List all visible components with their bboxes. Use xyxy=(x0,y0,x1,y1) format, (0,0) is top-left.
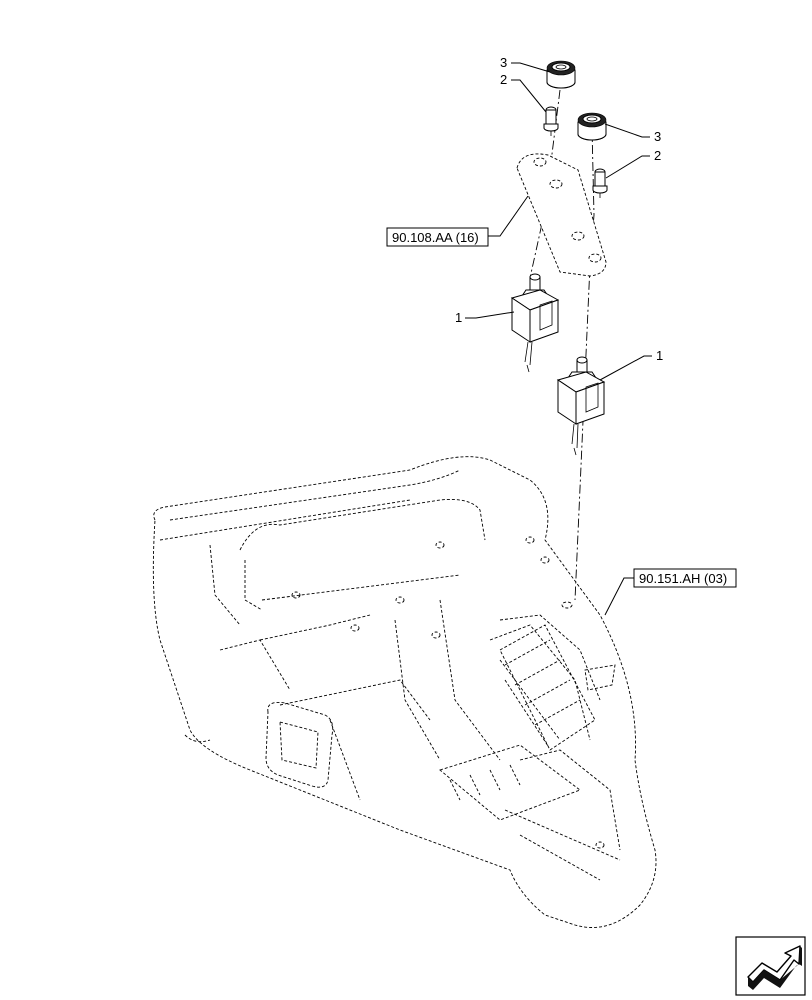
callout-item-3-left: 3 xyxy=(500,55,507,70)
switch-body-left xyxy=(510,273,560,373)
callout-item-2-right: 2 xyxy=(654,148,661,163)
console-housing xyxy=(152,456,657,928)
reference-console-label: 90.151.AH (03) xyxy=(639,571,727,586)
reference-console[interactable]: 90.151.AH (03) xyxy=(633,568,737,588)
callout-item-2-left: 2 xyxy=(500,72,507,87)
reference-bracket[interactable]: 90.108.AA (16) xyxy=(386,227,489,247)
button-cap-left xyxy=(546,60,576,89)
switch-body-right xyxy=(556,356,606,456)
mounting-plate xyxy=(516,153,607,277)
callout-item-1-right: 1 xyxy=(656,348,663,363)
button-cap-right xyxy=(577,112,607,141)
indicator-bulb-right xyxy=(592,168,608,198)
callout-item-3-right: 3 xyxy=(654,129,661,144)
reference-bracket-label: 90.108.AA (16) xyxy=(392,230,479,245)
callout-item-1-left: 1 xyxy=(455,310,462,325)
indicator-bulb-left xyxy=(543,106,559,136)
leader-lines xyxy=(465,62,652,616)
arrow-return-icon[interactable] xyxy=(735,936,806,996)
